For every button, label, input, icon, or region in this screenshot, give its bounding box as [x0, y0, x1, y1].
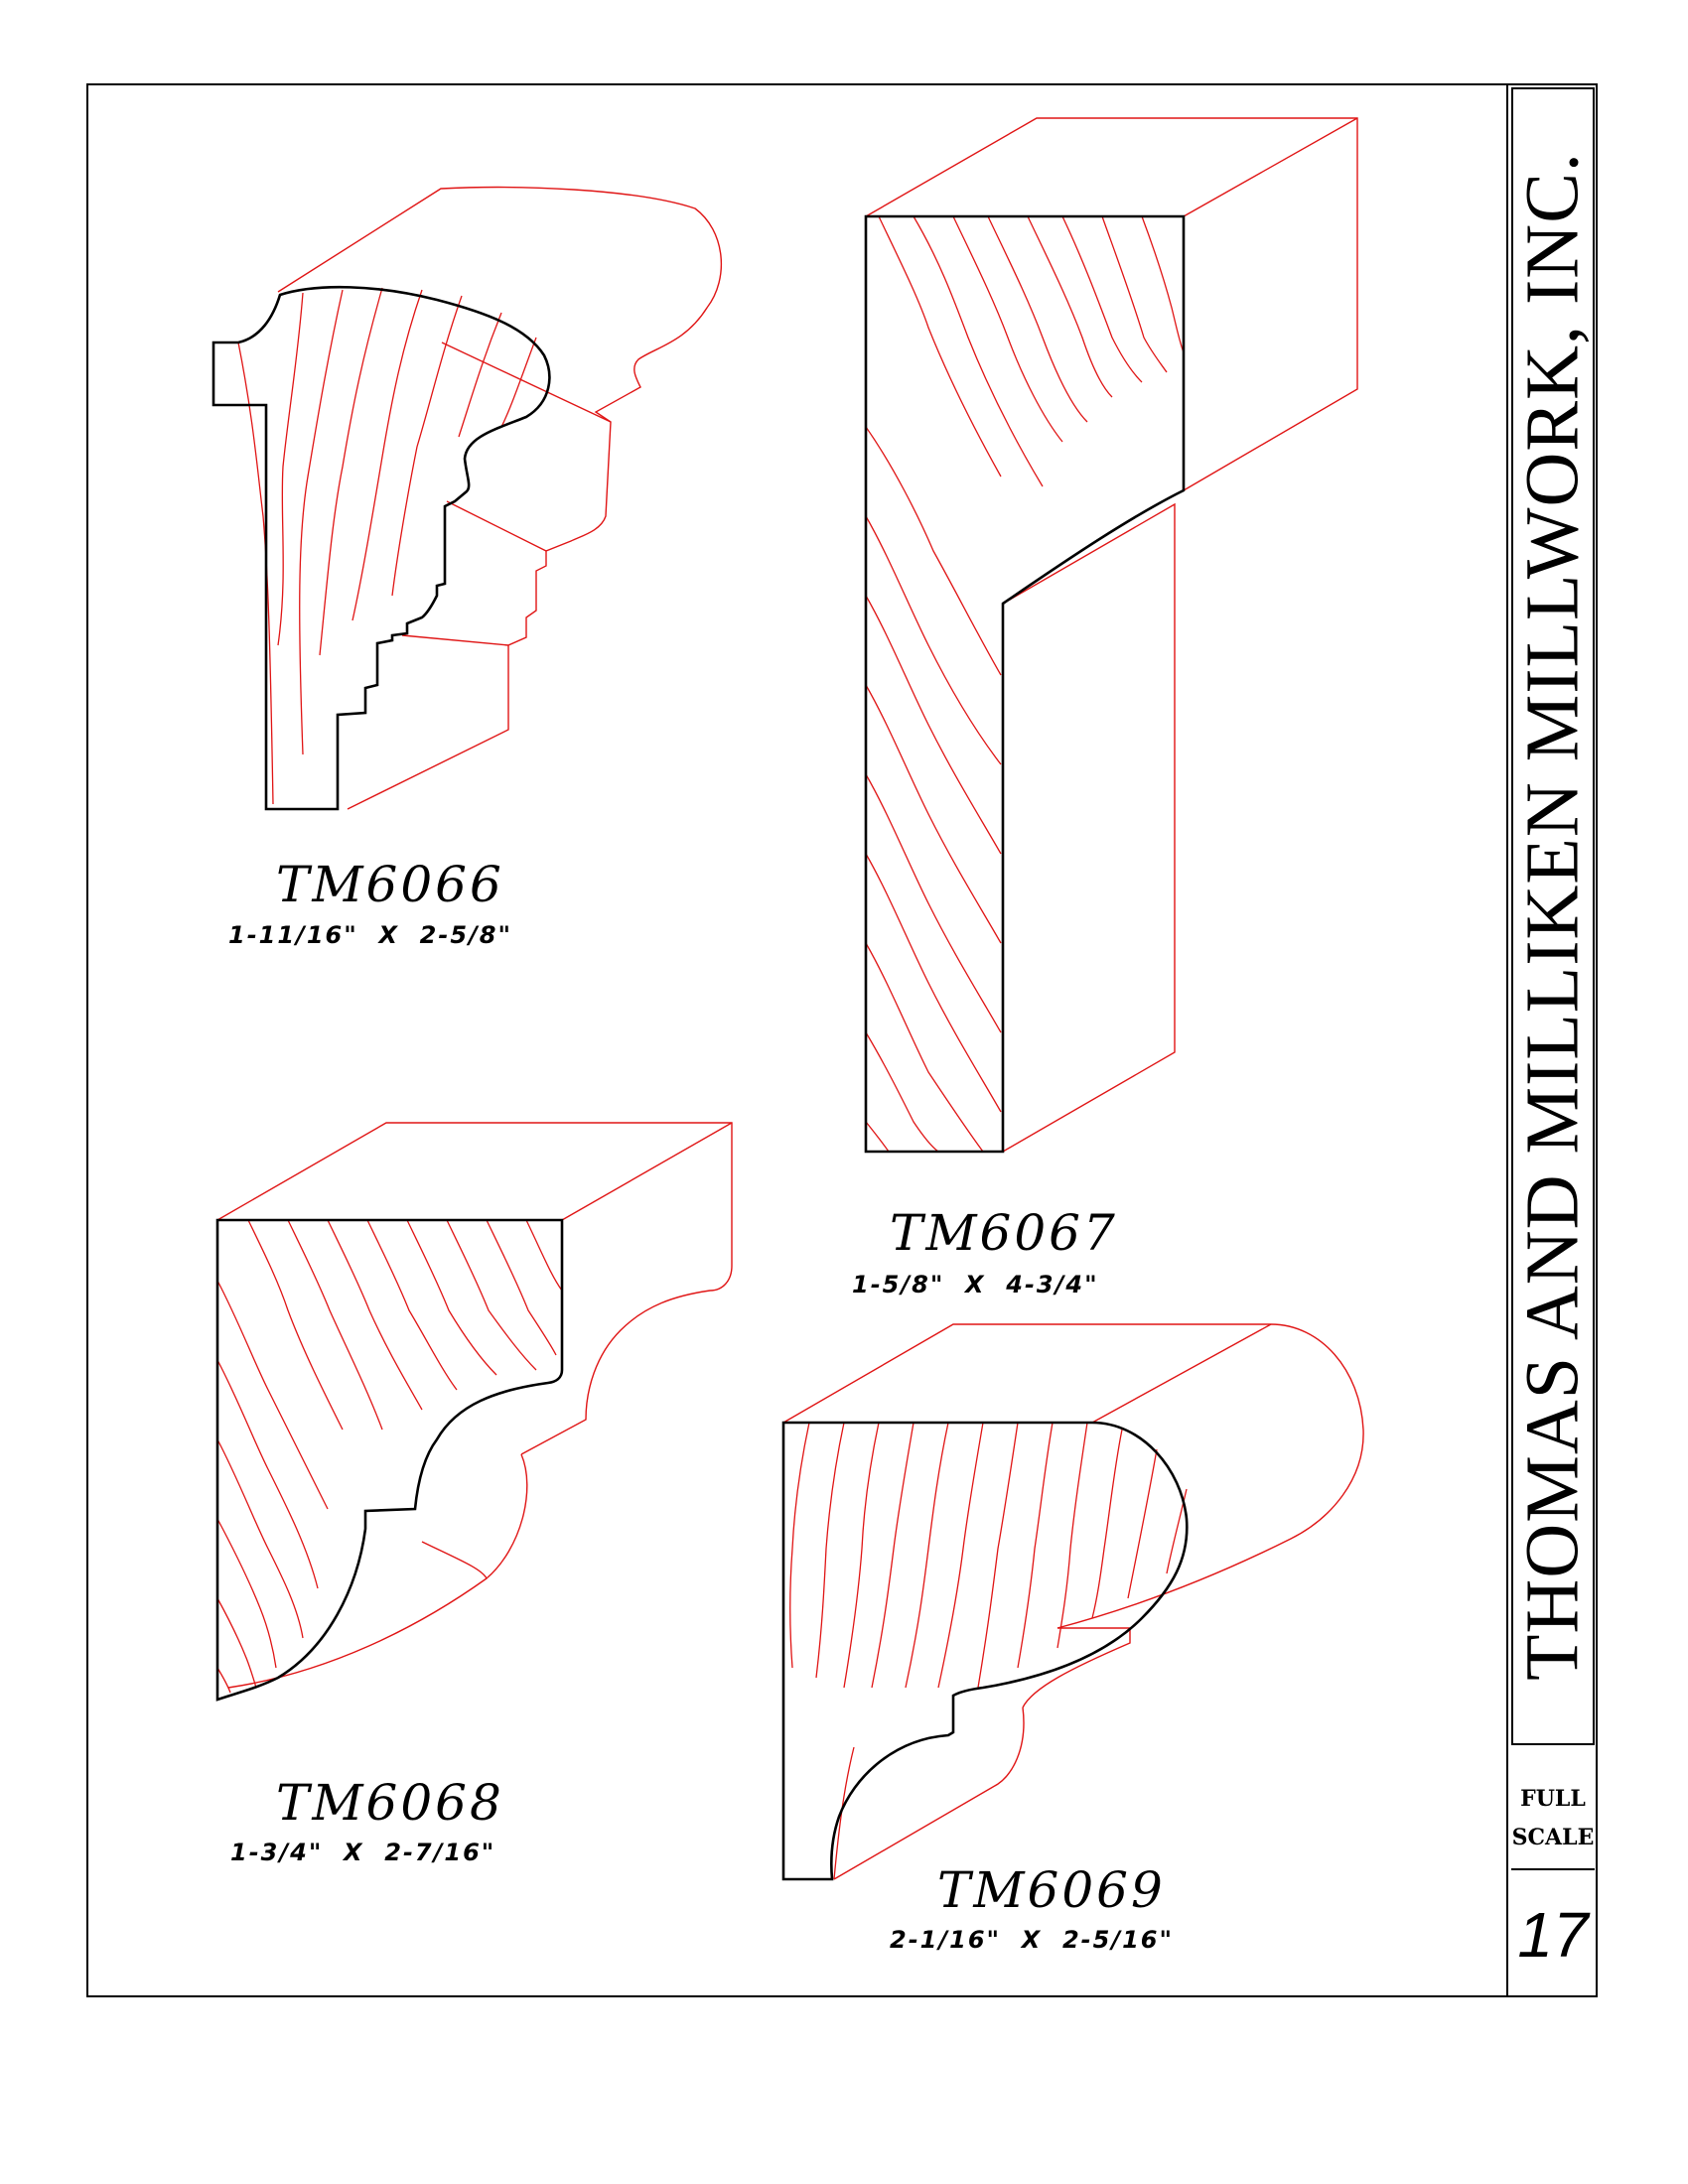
- scale-label-line1: FULL: [1520, 1786, 1586, 1812]
- tm6068-grain: [216, 1219, 563, 1694]
- tm6068-extrusion: [216, 1122, 733, 1689]
- profile-tm6068-drawing: [215, 1122, 733, 1702]
- title-block: [1511, 87, 1595, 1745]
- tm6068-profile: [215, 1218, 564, 1702]
- page-number-box: [1511, 1868, 1595, 1995]
- tm6067-profile: [864, 214, 1186, 1154]
- tm6067-extrusion: [865, 117, 1358, 1153]
- sheet-border: [86, 83, 1598, 1997]
- dimensions-tm6067: 1-5/8" X 4-3/4": [852, 1271, 1099, 1298]
- part-number-tm6067: TM6067: [890, 1204, 1118, 1262]
- dimensions-tm6068: 1-3/4" X 2-7/16": [230, 1839, 496, 1866]
- tm6069-extrusion: [782, 1323, 1364, 1880]
- tm6069-grain: [789, 1422, 1188, 1880]
- scale-label-line2: SCALE: [1511, 1825, 1595, 1850]
- part-number-tm6066: TM6066: [276, 856, 504, 913]
- part-number-tm6069: TM6069: [937, 1861, 1166, 1919]
- dimensions-tm6069: 2-1/16" X 2-5/16": [890, 1926, 1174, 1954]
- tm6066-grain: [237, 287, 537, 805]
- page-number: 17: [1517, 1899, 1589, 1971]
- tm6066-profile: [211, 285, 551, 811]
- tm6066-extrusion: [277, 186, 723, 810]
- profile-tm6066-drawing: [211, 186, 723, 811]
- profile-tm6067-drawing: [864, 117, 1358, 1154]
- tm6069-profile: [781, 1421, 1189, 1881]
- title-block-divider: [1506, 83, 1508, 1997]
- tm6067-grain: [865, 215, 1185, 1153]
- profile-tm6069-drawing: [781, 1323, 1364, 1881]
- part-number-tm6068: TM6068: [276, 1774, 504, 1832]
- dimensions-tm6066: 1-11/16" X 2-5/8": [228, 921, 512, 949]
